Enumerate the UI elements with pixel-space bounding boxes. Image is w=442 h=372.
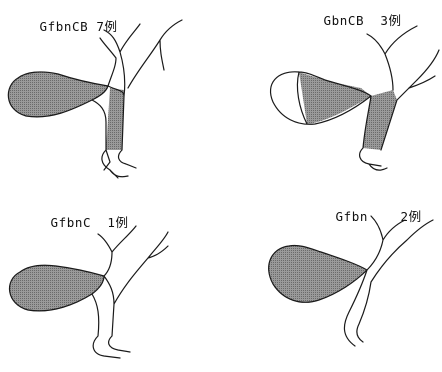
diagram-panel-gfbncb: GfbnCB 7例 (0, 0, 221, 186)
diagram-panel-gfbn: Gfbn 2例 (221, 186, 442, 372)
gallbladder-shaded (299, 72, 371, 124)
hepatic-duct-right (409, 50, 439, 88)
common-duct-shaded (363, 90, 397, 150)
diagram-panel-gbncb: GbnCB 3例 (221, 0, 442, 186)
biliary-tract-diagram (221, 186, 442, 372)
biliary-tract-diagram (0, 0, 221, 186)
diagram-panel-gfbnc: GfbnC 1例 (0, 186, 221, 372)
biliary-tract-diagram (221, 0, 442, 186)
duct-outline (344, 216, 433, 346)
hepatic-duct (112, 226, 168, 304)
hepatic-duct-left (104, 24, 140, 96)
gallbladder-shaded (269, 245, 367, 302)
hepatic-duct-right (128, 20, 182, 88)
duct-outline (92, 234, 130, 358)
common-duct-shaded (106, 88, 124, 150)
gallbladder-shaded (10, 265, 104, 311)
biliary-tract-diagram (0, 186, 221, 372)
gallbladder-shaded (8, 72, 108, 117)
